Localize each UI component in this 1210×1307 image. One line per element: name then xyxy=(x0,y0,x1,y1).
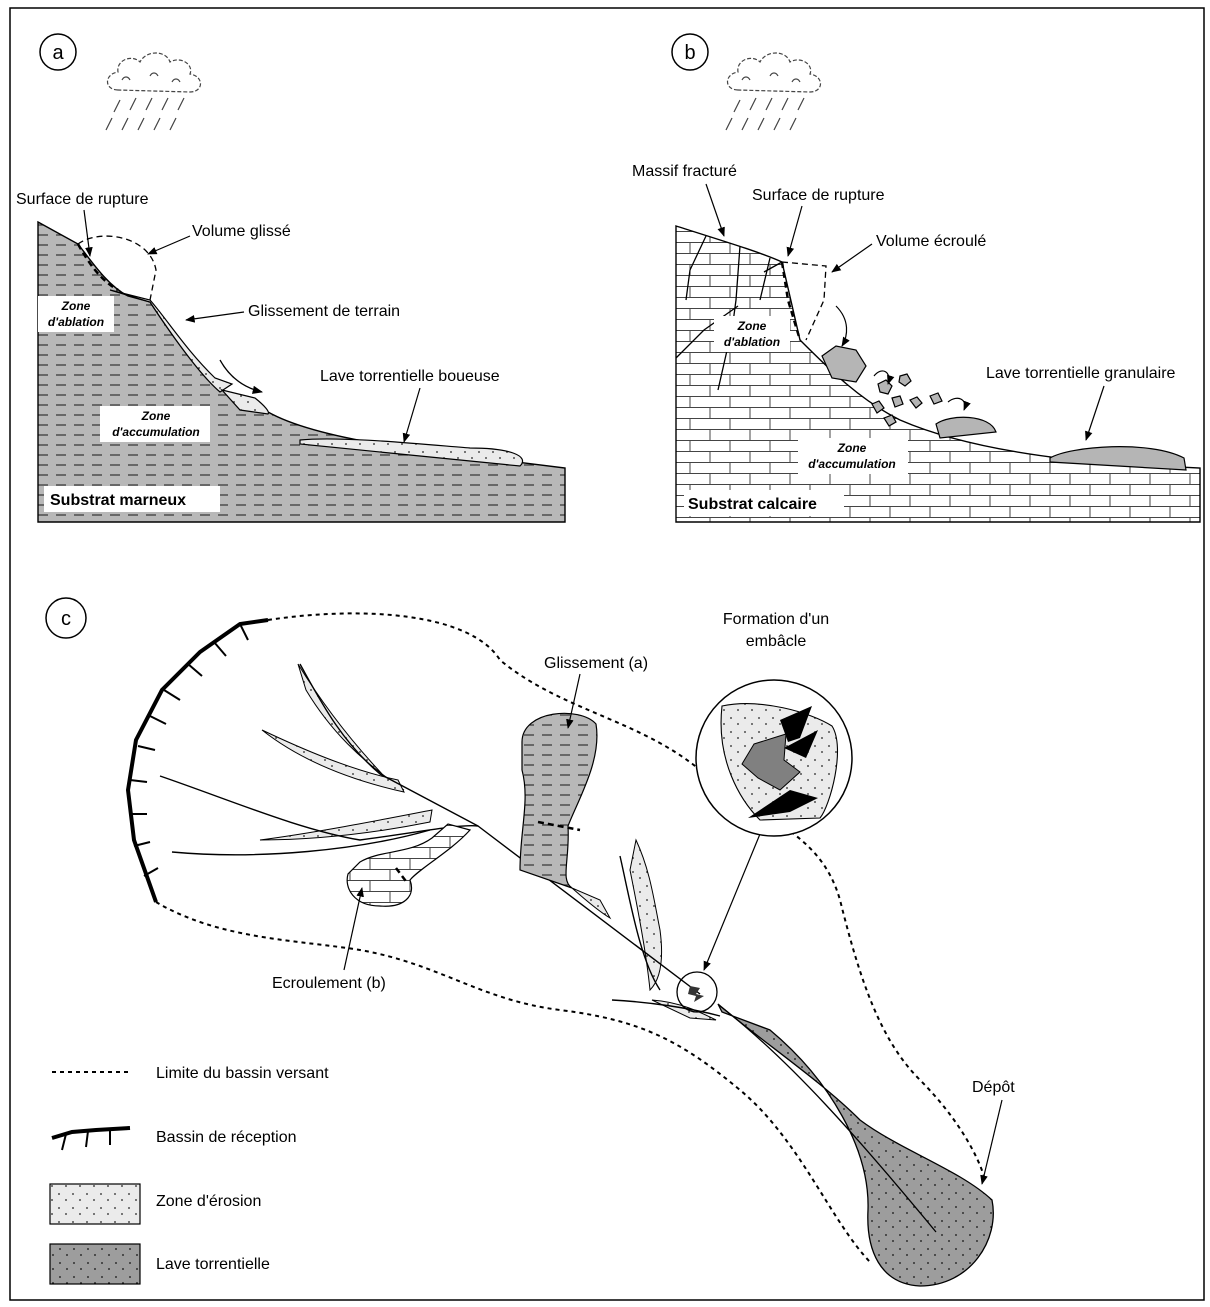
cloud-rain-icon xyxy=(726,53,821,130)
volume-glisse-label: Volume glissé xyxy=(192,223,291,240)
lave-granulaire-label: Lave torrentielle granulaire xyxy=(986,365,1176,382)
ecroulement-b-label: Ecroulement (b) xyxy=(272,975,386,992)
leader-massif xyxy=(706,184,724,236)
substrat-calcaire-label: Substrat calcaire xyxy=(688,496,817,513)
legend-label-lave: Lave torrentielle xyxy=(156,1256,270,1273)
embacle-label: Formation d'un xyxy=(723,611,829,628)
massif-fracture-label: Massif fracturé xyxy=(632,163,737,180)
surface-rupture-label: Surface de rupture xyxy=(752,187,885,204)
zone-ablation-label: Zone xyxy=(61,299,91,313)
zone-accumulation-label-2: d'accumulation xyxy=(112,425,200,439)
legend: Limite du bassin versant Bassin de récep… xyxy=(50,1065,329,1284)
legend-swatch-lave xyxy=(50,1244,140,1284)
figure-border xyxy=(10,8,1204,1300)
substrat-marneux-label: Substrat marneux xyxy=(50,492,186,509)
leader-lave-granulaire xyxy=(1086,386,1104,440)
cloud-rain-icon xyxy=(106,53,201,130)
leader-ecroulement-b xyxy=(344,888,362,970)
panel-b-letter: b xyxy=(684,42,695,64)
embacle-small-icon xyxy=(688,986,704,1002)
lava-flow xyxy=(718,1004,993,1286)
volume-ecroule-label: Volume écroulé xyxy=(876,233,986,250)
zone-ablation-label: Zone xyxy=(737,319,767,333)
glissement-blob xyxy=(520,713,597,888)
glissement-label: Glissement de terrain xyxy=(248,303,400,320)
leader-embacle xyxy=(704,834,760,970)
basin-boundary-lower xyxy=(156,902,870,1262)
panel-c-letter: c xyxy=(61,608,71,630)
depot-label: Dépôt xyxy=(972,1079,1015,1096)
legend-label-limite: Limite du bassin versant xyxy=(156,1065,329,1082)
leader-surface-rupture xyxy=(788,206,802,256)
leader-glissement xyxy=(186,312,244,320)
panel-b: b xyxy=(632,34,1200,522)
surface-rupture-label: Surface de rupture xyxy=(16,191,149,208)
leader-depot xyxy=(982,1100,1002,1184)
leader-volume-glisse xyxy=(148,236,190,254)
panel-a: a Zone d'ablation Zone d'accumulation Su… xyxy=(16,34,565,522)
leader-volume-ecroule xyxy=(832,244,872,272)
legend-swatch-erosion xyxy=(50,1184,140,1224)
embacle-label-2: embâcle xyxy=(746,633,807,650)
zone-accumulation-label: Zone xyxy=(837,441,867,455)
legend-label-erosion: Zone d'érosion xyxy=(156,1193,261,1210)
glissement-a-label: Glissement (a) xyxy=(544,655,648,672)
zone-ablation-label-2: d'ablation xyxy=(48,315,104,329)
leader-surface-rupture xyxy=(84,210,90,256)
reception-basin-line xyxy=(128,620,268,902)
panel-c: c xyxy=(46,598,1015,1286)
zone-accumulation-label-2: d'accumulation xyxy=(808,457,896,471)
legend-swatch-reception xyxy=(52,1128,130,1138)
lave-boueuse-label: Lave torrentielle boueuse xyxy=(320,368,500,385)
legend-label-reception: Bassin de réception xyxy=(156,1129,297,1146)
panel-a-letter: a xyxy=(52,42,64,64)
zone-ablation-label-2: d'ablation xyxy=(724,335,780,349)
zone-accumulation-label: Zone xyxy=(141,409,171,423)
leader-lave-boueuse xyxy=(404,388,420,442)
